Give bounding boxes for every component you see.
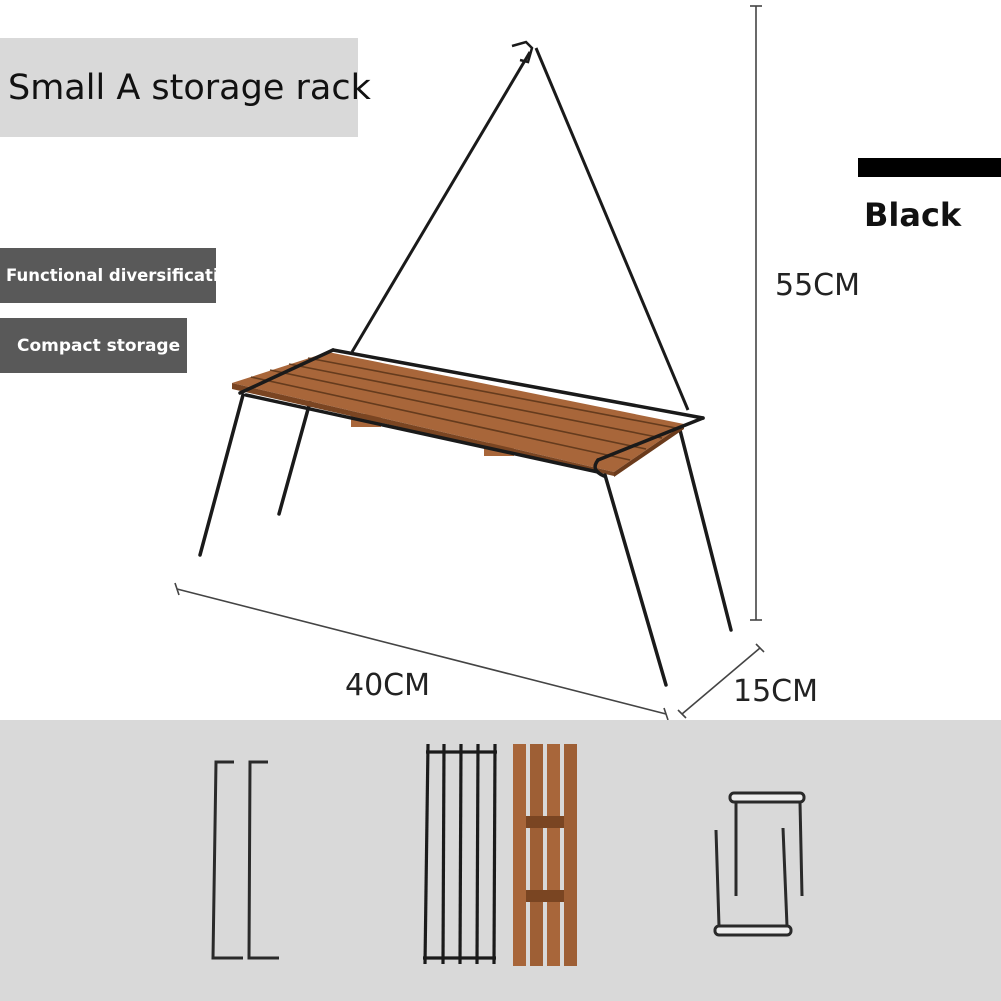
top-frame [238,348,705,478]
product-title: Small A storage rack [0,38,371,137]
wooden-slats-icon [513,744,577,966]
parts-illustration [211,743,806,966]
length-label: 40CM [345,668,431,703]
hanging-wires [350,40,690,411]
back-legs [277,400,733,632]
assembled-rack-illustration [174,5,765,720]
color-name: Black [864,196,962,234]
leg-pair-icon [211,760,279,960]
height-label: 55CM [775,268,861,303]
dimension-lines [174,5,765,720]
color-swatch-black[interactable] [858,158,1001,177]
parts-panel [0,720,1001,1001]
metal-frame-icon [423,743,497,965]
feature-tag-compact: Compact storage [0,318,187,373]
wooden-tabletop [232,352,684,477]
depth-dimension-line [681,647,761,715]
feature-tag-functional: Functional diversification [0,248,242,303]
depth-label: 15CM [733,674,819,709]
length-dimension-line [176,588,667,715]
front-legs [198,393,668,687]
end-frames-icon [713,791,806,937]
